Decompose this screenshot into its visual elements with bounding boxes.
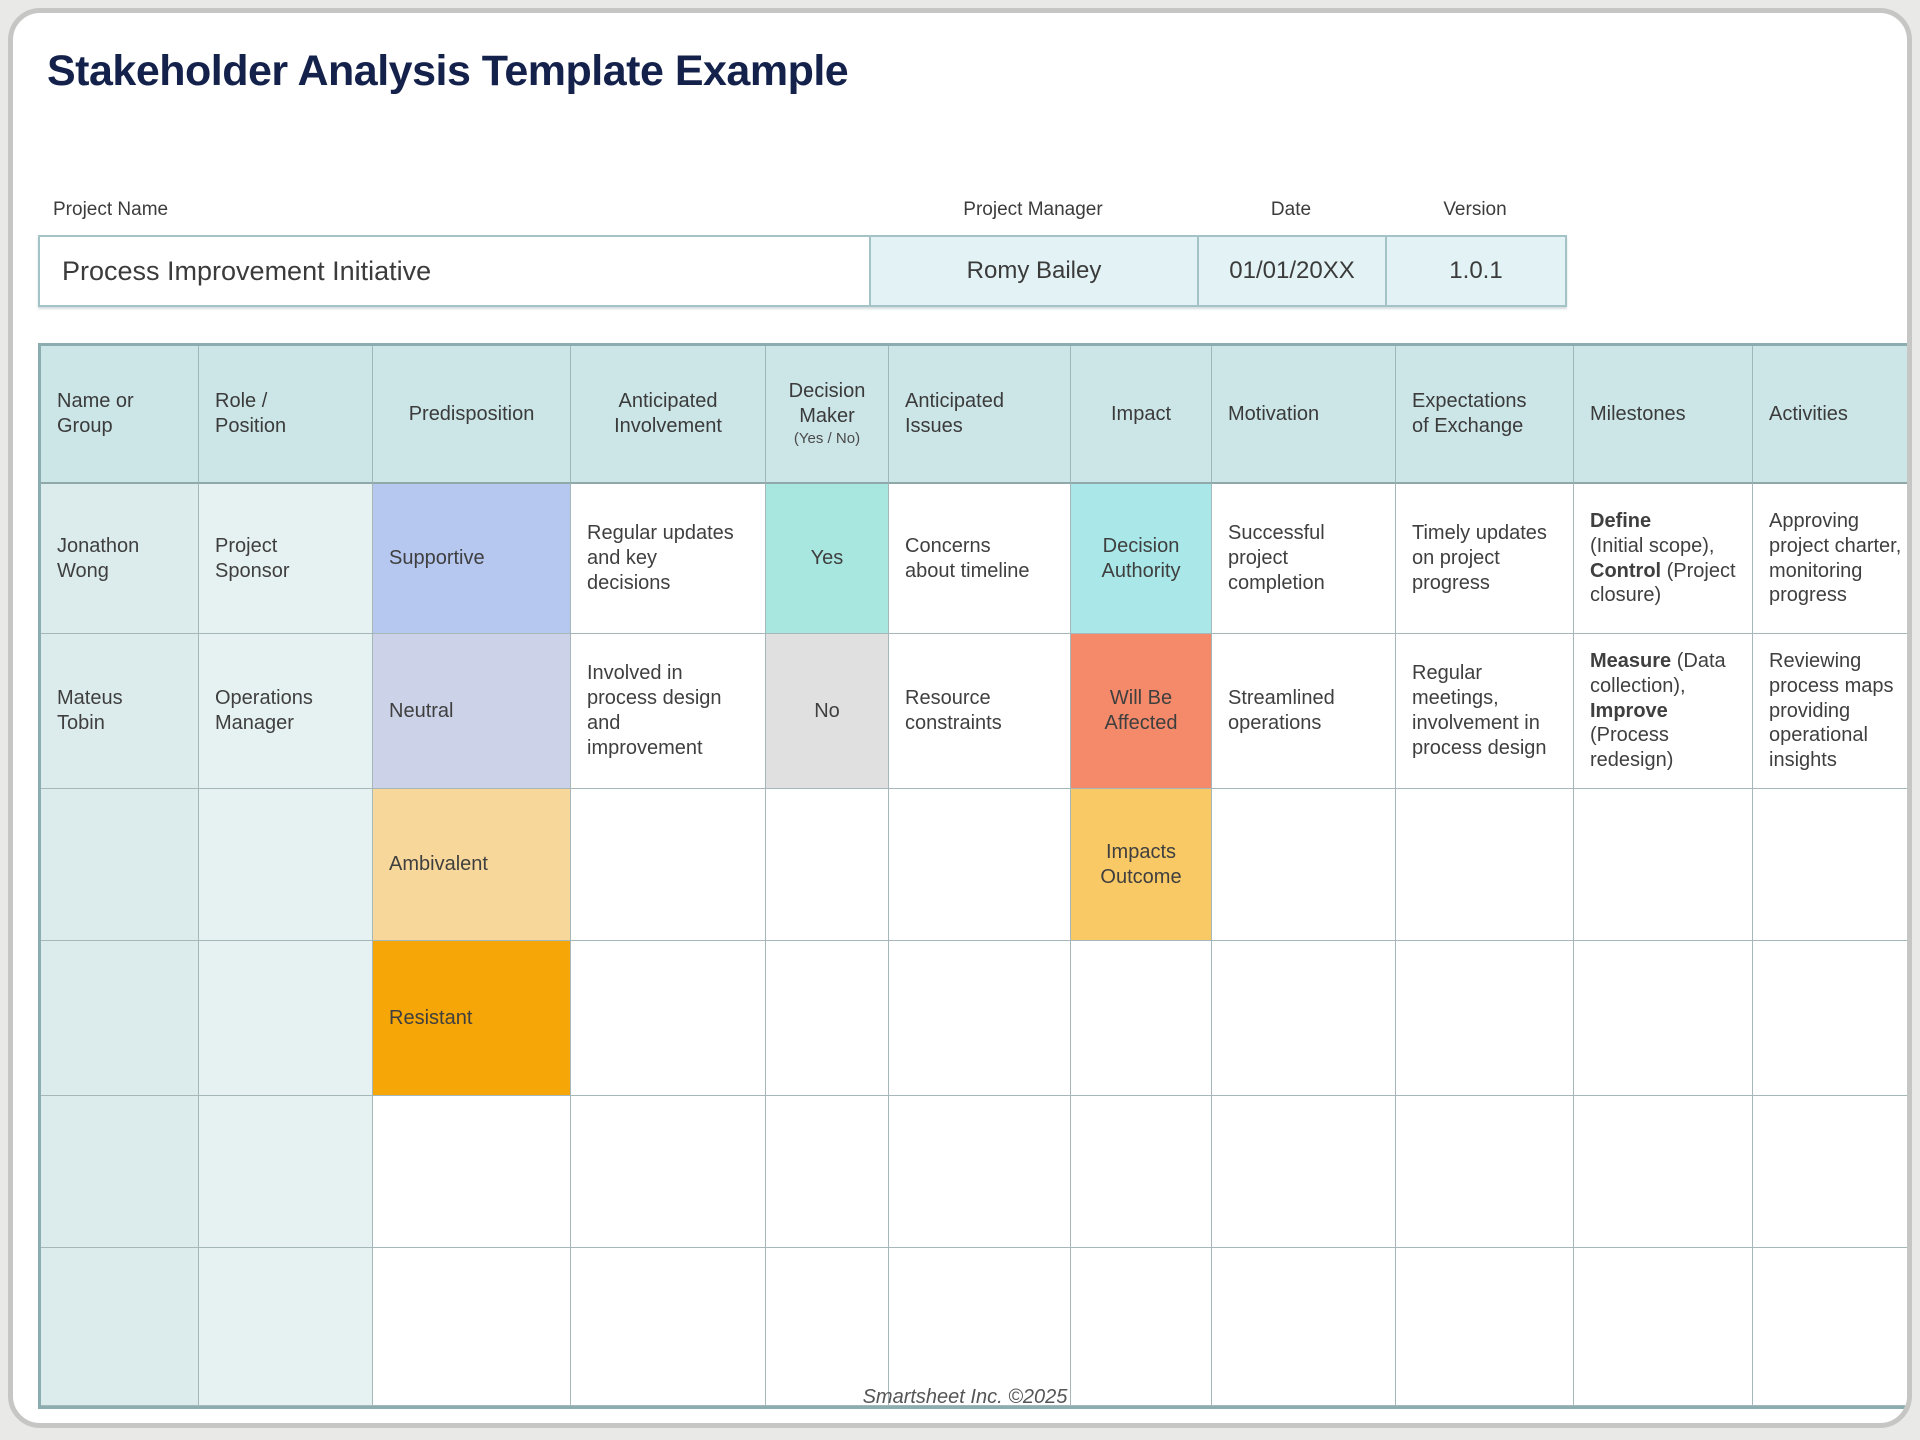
table-cell-r5c4[interactable] — [571, 1096, 766, 1248]
table-cell-r5c3[interactable] — [373, 1096, 571, 1248]
table-cell-r4c6[interactable] — [889, 941, 1071, 1096]
table-cell-r5c5[interactable] — [766, 1096, 889, 1248]
page-title: Stakeholder Analysis Template Example — [47, 47, 849, 95]
table-cell-r4c8[interactable] — [1212, 941, 1396, 1096]
date-label: Date — [1270, 199, 1312, 220]
table-cell-r1c5[interactable]: Yes — [766, 484, 889, 634]
table-cell-r5c6[interactable] — [889, 1096, 1071, 1248]
table-cell-r1c9[interactable]: Timely updates on project progress — [1396, 484, 1574, 634]
column-header-7[interactable]: Impact — [1071, 346, 1212, 484]
table-cell-r2c8[interactable]: Streamlined operations — [1212, 634, 1396, 789]
project-info-row: Process Improvement Initiative Romy Bail… — [38, 235, 1567, 307]
column-header-11[interactable]: Activities — [1753, 346, 1907, 484]
table-cell-r5c1[interactable] — [41, 1096, 199, 1248]
table-cell-r2c10[interactable]: Measure (Data collection), Improve (Proc… — [1574, 634, 1753, 789]
column-header-8[interactable]: Motivation — [1212, 346, 1396, 484]
project-name-value[interactable]: Process Improvement Initiative — [38, 235, 871, 307]
column-header-9[interactable]: Expectations of Exchange — [1396, 346, 1574, 484]
column-header-5[interactable]: Decision Maker(Yes / No) — [766, 346, 889, 484]
table-cell-r2c7[interactable]: Will Be Affected — [1071, 634, 1212, 789]
table-cell-r3c7[interactable]: Impacts Outcome — [1071, 789, 1212, 941]
table-cell-r5c11[interactable] — [1753, 1096, 1907, 1248]
table-cell-r1c2[interactable]: Project Sponsor — [199, 484, 373, 634]
table-cell-r4c2[interactable] — [199, 941, 373, 1096]
table-cell-r2c1[interactable]: Mateus Tobin — [41, 634, 199, 789]
table-cell-r4c3[interactable]: Resistant — [373, 941, 571, 1096]
table-cell-r2c5[interactable]: No — [766, 634, 889, 789]
table-cell-r6c6[interactable] — [889, 1248, 1071, 1406]
table-cell-r2c6[interactable]: Resource constraints — [889, 634, 1071, 789]
column-header-2[interactable]: Role / Position — [199, 346, 373, 484]
table-cell-r3c3[interactable]: Ambivalent — [373, 789, 571, 941]
project-manager-value[interactable]: Romy Bailey — [869, 235, 1199, 307]
table-cell-r2c2[interactable]: Operations Manager — [199, 634, 373, 789]
table-cell-r6c3[interactable] — [373, 1248, 571, 1406]
version-label: Version — [1443, 199, 1507, 220]
table-cell-r3c4[interactable] — [571, 789, 766, 941]
table-cell-r3c10[interactable] — [1574, 789, 1753, 941]
table-cell-r4c9[interactable] — [1396, 941, 1574, 1096]
footer-credit: Smartsheet Inc. ©2025 — [862, 1386, 1068, 1408]
column-header-10[interactable]: Milestones — [1574, 346, 1753, 484]
column-header-4[interactable]: Anticipated Involvement — [571, 346, 766, 484]
table-cell-r4c10[interactable] — [1574, 941, 1753, 1096]
table-cell-r4c1[interactable] — [41, 941, 199, 1096]
column-header-subnote: (Yes / No) — [793, 430, 861, 448]
table-cell-r5c9[interactable] — [1396, 1096, 1574, 1248]
table-cell-r1c8[interactable]: Successful project completion — [1212, 484, 1396, 634]
table-cell-r1c11[interactable]: Approving project charter, monitoring pr… — [1753, 484, 1907, 634]
table-cell-r3c2[interactable] — [199, 789, 373, 941]
table-cell-r6c5[interactable] — [766, 1248, 889, 1406]
table-cell-r3c8[interactable] — [1212, 789, 1396, 941]
project-name-label: Project Name — [53, 199, 169, 220]
table-cell-r1c3[interactable]: Supportive — [373, 484, 571, 634]
table-cell-r3c9[interactable] — [1396, 789, 1574, 941]
table-cell-r4c5[interactable] — [766, 941, 889, 1096]
table-cell-r1c4[interactable]: Regular updates and key decisions — [571, 484, 766, 634]
table-cell-r1c6[interactable]: Concerns about timeline — [889, 484, 1071, 634]
table-cell-r1c7[interactable]: Decision Authority — [1071, 484, 1212, 634]
table-cell-r3c6[interactable] — [889, 789, 1071, 941]
table-cell-r6c4[interactable] — [571, 1248, 766, 1406]
template-card: Stakeholder Analysis Template Example Pr… — [8, 8, 1912, 1428]
table-cell-r4c4[interactable] — [571, 941, 766, 1096]
table-cell-r6c11[interactable] — [1753, 1248, 1907, 1406]
column-header-3[interactable]: Predisposition — [373, 346, 571, 484]
column-header-1[interactable]: Name or Group — [41, 346, 199, 484]
table-cell-r4c11[interactable] — [1753, 941, 1907, 1096]
version-value[interactable]: 1.0.1 — [1385, 235, 1567, 307]
table-cell-r6c7[interactable] — [1071, 1248, 1212, 1406]
table-cell-r2c4[interactable]: Involved in process design and improveme… — [571, 634, 766, 789]
table-cell-r1c10[interactable]: Define (Initial scope), Control (Project… — [1574, 484, 1753, 634]
table-cell-r3c1[interactable] — [41, 789, 199, 941]
table-cell-r6c2[interactable] — [199, 1248, 373, 1406]
table-cell-r3c5[interactable] — [766, 789, 889, 941]
table-cell-r6c10[interactable] — [1574, 1248, 1753, 1406]
table-cell-r2c9[interactable]: Regular meetings, involvement in process… — [1396, 634, 1574, 789]
column-header-6[interactable]: Anticipated Issues — [889, 346, 1071, 484]
table-cell-r5c7[interactable] — [1071, 1096, 1212, 1248]
table-cell-r5c2[interactable] — [199, 1096, 373, 1248]
table-cell-r3c11[interactable] — [1753, 789, 1907, 941]
table-cell-r2c11[interactable]: Reviewing process maps providing operati… — [1753, 634, 1907, 789]
table-cell-r5c8[interactable] — [1212, 1096, 1396, 1248]
table-cell-r4c7[interactable] — [1071, 941, 1212, 1096]
table-cell-r6c9[interactable] — [1396, 1248, 1574, 1406]
table-cell-r6c1[interactable] — [41, 1248, 199, 1406]
table-cell-r5c10[interactable] — [1574, 1096, 1753, 1248]
table-cell-r2c3[interactable]: Neutral — [373, 634, 571, 789]
table-cell-r1c1[interactable]: Jonathon Wong — [41, 484, 199, 634]
project-manager-label: Project Manager — [963, 199, 1103, 220]
date-value[interactable]: 01/01/20XX — [1197, 235, 1387, 307]
table-cell-r6c8[interactable] — [1212, 1248, 1396, 1406]
